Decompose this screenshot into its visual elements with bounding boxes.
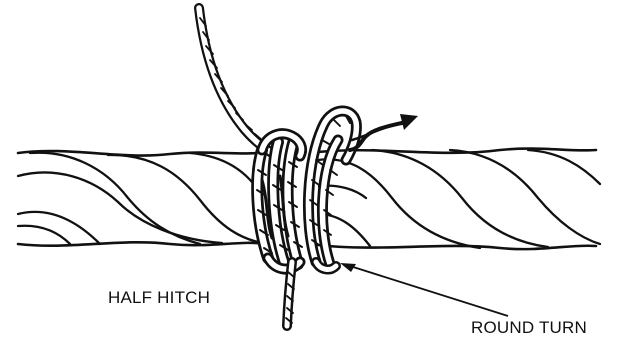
round-turn-label: ROUND TURN <box>471 318 587 338</box>
running-end-rope <box>286 262 294 326</box>
half-hitch-label: HALF HITCH <box>108 288 210 308</box>
standing-part-rope <box>199 8 276 156</box>
main-rope-left <box>18 151 268 246</box>
half-hitch-wraps <box>257 134 302 269</box>
main-rope-right <box>318 149 600 250</box>
round-turn-pointer <box>340 263 508 316</box>
